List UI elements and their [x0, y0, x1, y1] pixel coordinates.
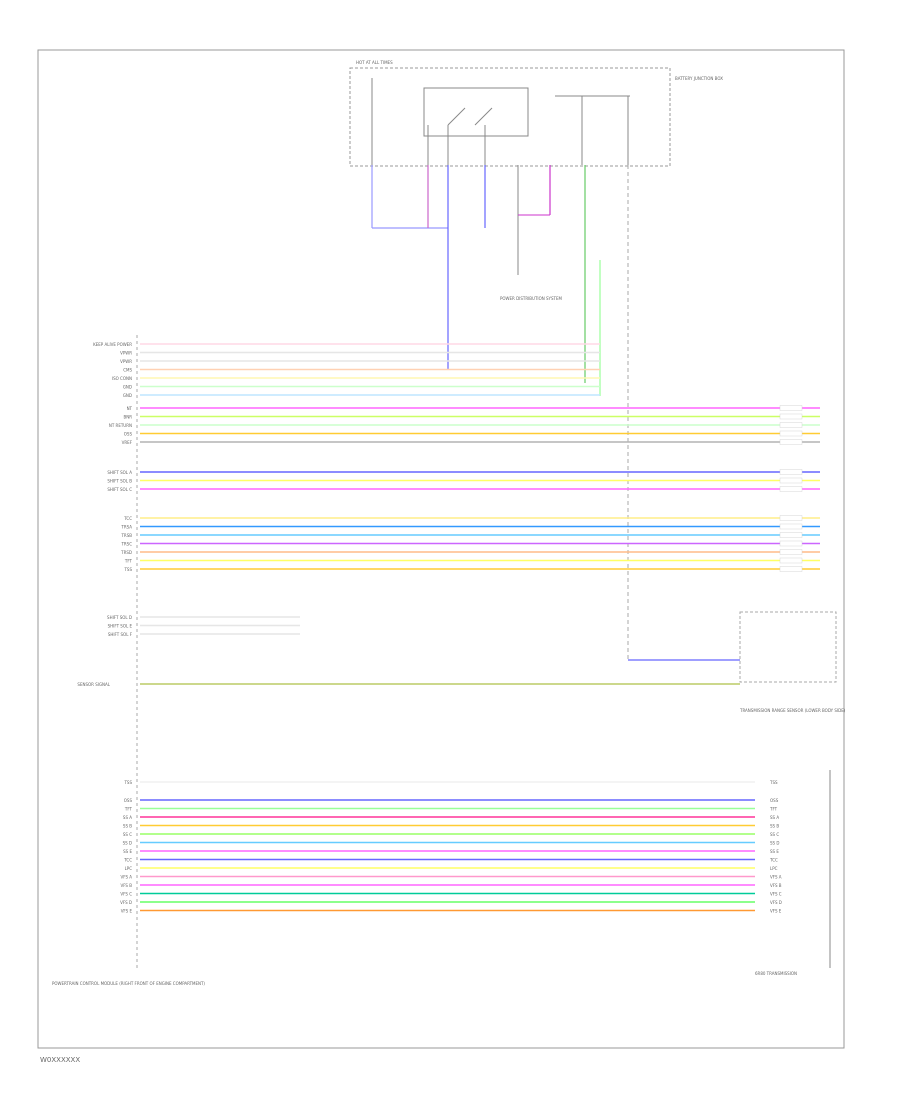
trans-pin-label: SS E	[123, 849, 132, 854]
left-module-label: POWERTRAIN CONTROL MODULE (RIGHT FRONT O…	[52, 981, 205, 986]
relay-switch	[474, 107, 493, 126]
trans-pin-label-right: SS C	[770, 832, 779, 837]
connector-tag	[779, 557, 803, 564]
connector-tag	[779, 413, 803, 420]
power-dist-label: POWER DISTRIBUTION SYSTEM	[500, 296, 562, 301]
trans-pin-label: SS C	[123, 832, 132, 837]
sensor-outline	[739, 611, 837, 683]
pin-label: NT RETURN	[109, 423, 132, 428]
pin-label: TFT	[124, 559, 133, 564]
footer-label: W0XXXXXX	[40, 1056, 80, 1064]
connector-tag	[779, 523, 803, 530]
pin-label: ISO CONN	[112, 376, 132, 381]
connector-tag	[779, 439, 803, 445]
trans-pin-label: SS D	[123, 841, 132, 846]
connector-tag	[779, 405, 803, 411]
trans-pin-label: VFS D	[120, 900, 132, 905]
trans-pin-label: VFS E	[121, 909, 133, 914]
pin-label: SHIFT SOL D	[107, 615, 132, 620]
pin-label: OSS	[124, 432, 133, 437]
pin-label: TRSA	[120, 525, 132, 530]
trans-pin-label-right: VFS A	[770, 875, 782, 880]
relay-switch	[447, 107, 466, 126]
pin-label: GND	[123, 393, 132, 398]
connector-tag	[779, 469, 803, 475]
pin-label: VREF	[122, 440, 133, 445]
pin-label: GND	[123, 385, 132, 390]
pin-label: TRSB	[120, 533, 132, 538]
pin-label: TCC	[123, 516, 132, 521]
pin-label: BNR	[123, 415, 132, 420]
pin-label: NT	[127, 406, 133, 411]
trans-pin-label: VFS C	[120, 892, 132, 897]
top-fuse-box-outline	[349, 67, 671, 167]
right-box-label: BATTERY JUNCTION BOX	[675, 76, 723, 81]
top-wires: POWER DISTRIBUTION SYSTEM	[371, 165, 740, 661]
pin-label: SHIFT SOL A	[107, 470, 132, 475]
trans-pin-label-right: TCC	[769, 858, 778, 863]
trans-pin-label-right: SS E	[770, 849, 779, 854]
pin-label: SHIFT SOL B	[107, 479, 132, 484]
connector-tag	[779, 532, 803, 538]
relay-outline	[423, 87, 529, 137]
pcm-harness: KEEP ALIVE POWER VPWR VPWR CMS ISO CONN GND GN…	[77, 342, 820, 914]
connector-tag	[779, 422, 803, 428]
connector-tag	[779, 515, 803, 521]
pin-label: SHIFT SOL F	[108, 632, 133, 637]
top-fuse-box: HOT AT ALL TIMES BATTERY JUNCTION BOX	[349, 60, 723, 167]
pin-label: SHIFT SOL C	[107, 487, 132, 492]
connector-tag	[779, 540, 803, 547]
trans-pin-label: OSS	[124, 798, 133, 803]
trans-pin-label-right: SS D	[770, 841, 779, 846]
trans-pin-label: TSS	[123, 780, 132, 785]
trans-pin-label-right: TFT	[769, 807, 778, 812]
trans-pin-label-right: VFS B	[770, 883, 782, 888]
trans-pin-label: VFS B	[120, 883, 132, 888]
pin-label: KEEP ALIVE POWER	[93, 342, 132, 347]
connector-tag	[779, 549, 803, 555]
trans-pin-label: TCC	[123, 858, 132, 863]
connector-tag	[779, 566, 803, 572]
trans-pin-label-right: VFS E	[770, 909, 782, 914]
top-box-label: HOT AT ALL TIMES	[356, 60, 393, 65]
trans-pin-label-right: TSS	[769, 780, 778, 785]
pin-label: TRSD	[120, 550, 132, 555]
right-module-label: 6R80 TRANSMISSION	[755, 971, 797, 976]
trans-pin-label: TFT	[124, 807, 133, 812]
page-border	[37, 49, 845, 1049]
connector-tag	[779, 486, 803, 492]
trans-pin-label-right: LPC	[770, 866, 778, 871]
sensor-label: TRANSMISSION RANGE SENSOR (LOWER BODY SI…	[739, 708, 846, 713]
trans-range-sensor: TRANSMISSION RANGE SENSOR (LOWER BODY SI…	[739, 611, 846, 713]
connector-tag	[779, 477, 803, 484]
trans-pin-label-right: SS A	[770, 815, 779, 820]
trans-pin-label: VFS A	[120, 875, 132, 880]
trans-pin-label-right: SS B	[770, 824, 779, 829]
pin-label: TSS	[123, 567, 132, 572]
connector-tag	[779, 430, 803, 437]
pin-label: TRSC	[120, 542, 132, 547]
trans-pin-label-right: VFS C	[770, 892, 782, 897]
pin-label: VPWR	[120, 351, 132, 356]
trans-pin-label-right: OSS	[770, 798, 779, 803]
trans-pin-label: SS B	[123, 824, 132, 829]
trans-pin-label: LPC	[125, 866, 133, 871]
pin-label: VPWR	[120, 359, 132, 364]
sensor-signal-label: SENSOR SIGNAL	[77, 682, 110, 687]
trans-pin-label-right: VFS D	[770, 900, 782, 905]
pin-label: SHIFT SOL E	[108, 624, 133, 629]
pin-label: CMS	[123, 368, 132, 373]
trans-pin-label: SS A	[123, 815, 132, 820]
